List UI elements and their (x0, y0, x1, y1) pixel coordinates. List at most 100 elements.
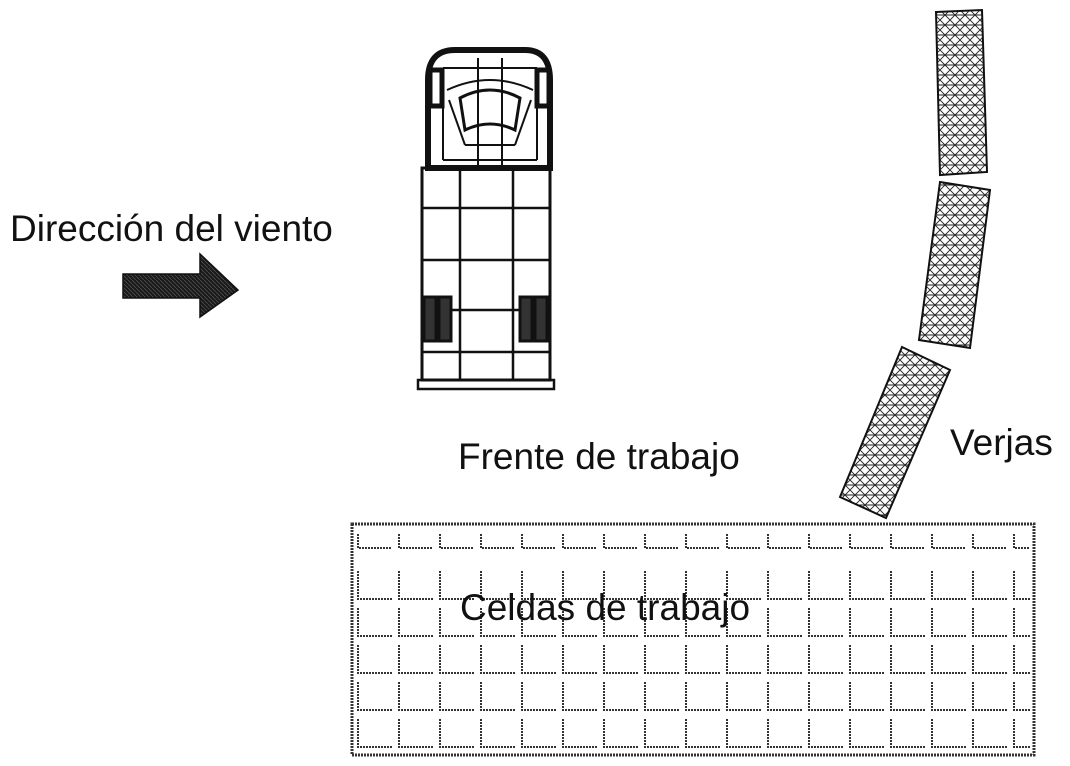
cell-mark (644, 571, 679, 600)
fence-panel-icon (838, 345, 952, 520)
cell-mark (357, 682, 392, 711)
cell-mark (644, 534, 679, 549)
wind-direction-label: Dirección del viento (10, 208, 333, 249)
cell-mark (1013, 608, 1030, 637)
cell-mark (726, 645, 761, 674)
cell-mark (972, 571, 1007, 600)
cell-mark (1013, 682, 1030, 711)
cell-mark (972, 682, 1007, 711)
fence-panel-icon (934, 8, 989, 177)
working-cells-grid (350, 522, 1036, 757)
cell-mark (972, 645, 1007, 674)
cell-mark (398, 534, 433, 549)
cell-mark (726, 719, 761, 748)
cell-mark (480, 608, 515, 637)
cell-mark (562, 645, 597, 674)
cell-mark (685, 571, 720, 600)
cell-mark (685, 534, 720, 549)
cell-mark (521, 608, 556, 637)
cell-mark (767, 682, 802, 711)
cell-mark (603, 719, 638, 748)
cell-mark (357, 719, 392, 748)
cell-mark (972, 534, 1007, 549)
cell-mark (1013, 719, 1030, 748)
truck-cab (425, 47, 553, 171)
cell-mark (808, 682, 843, 711)
cell-mark (931, 608, 966, 637)
cell-mark (685, 682, 720, 711)
cell-mark (480, 571, 515, 600)
cell-mark (808, 571, 843, 600)
cell-mark (480, 682, 515, 711)
cell-mark (439, 719, 474, 748)
cell-mark (603, 534, 638, 549)
cell-mark (726, 571, 761, 600)
cell-mark (357, 571, 392, 600)
cell-mark (890, 719, 925, 748)
cell-mark (726, 534, 761, 549)
cell-mark (808, 645, 843, 674)
cell-mark (644, 719, 679, 748)
cell-mark (808, 608, 843, 637)
cell-mark (808, 719, 843, 748)
cell-mark (398, 608, 433, 637)
cell-mark (644, 682, 679, 711)
cell-mark (890, 571, 925, 600)
cell-mark (398, 571, 433, 600)
cell-mark (357, 645, 392, 674)
cell-mark (808, 534, 843, 549)
cell-mark (685, 719, 720, 748)
cell-mark (480, 645, 515, 674)
cell-mark (849, 534, 884, 549)
cell-mark (767, 645, 802, 674)
cell-mark (1013, 534, 1030, 549)
cell-mark (972, 719, 1007, 748)
cell-mark (931, 571, 966, 600)
cell-mark (931, 645, 966, 674)
cell-mark (644, 645, 679, 674)
cell-mark (890, 645, 925, 674)
cell-mark (439, 571, 474, 600)
cell-mark (1013, 571, 1030, 600)
cell-mark (439, 682, 474, 711)
cell-mark (521, 534, 556, 549)
cell-mark (521, 645, 556, 674)
cell-mark (644, 608, 679, 637)
working-face-label: Frente de trabajo (458, 436, 740, 477)
cell-mark (562, 682, 597, 711)
cell-mark (521, 719, 556, 748)
cell-mark (931, 719, 966, 748)
cell-mark (439, 608, 474, 637)
cell-mark (357, 608, 392, 637)
cell-mark (562, 608, 597, 637)
fence-panel-icon (917, 180, 992, 350)
cell-mark (562, 534, 597, 549)
wind-arrow-icon (122, 252, 240, 319)
cell-mark (398, 719, 433, 748)
fence-panels (838, 8, 992, 520)
cell-mark (398, 645, 433, 674)
cell-mark (849, 645, 884, 674)
cell-mark (603, 645, 638, 674)
cell-mark (931, 534, 966, 549)
cell-mark (521, 571, 556, 600)
cell-mark (562, 571, 597, 600)
cell-mark (603, 608, 638, 637)
cell-mark (521, 682, 556, 711)
cell-mark (931, 682, 966, 711)
fences-label: Verjas (950, 422, 1053, 463)
cell-mark (890, 682, 925, 711)
cell-mark (972, 608, 1007, 637)
truck-wheels (422, 295, 549, 343)
cell-mark (767, 534, 802, 549)
working-cells-label: Celdas de trabajo (460, 587, 751, 628)
cell-mark (726, 682, 761, 711)
cell-mark (849, 682, 884, 711)
truck-trailer (416, 166, 556, 391)
cell-mark (890, 608, 925, 637)
cell-mark (480, 534, 515, 549)
truck-icon (416, 47, 556, 391)
cell-mark (439, 534, 474, 549)
cell-mark (439, 645, 474, 674)
